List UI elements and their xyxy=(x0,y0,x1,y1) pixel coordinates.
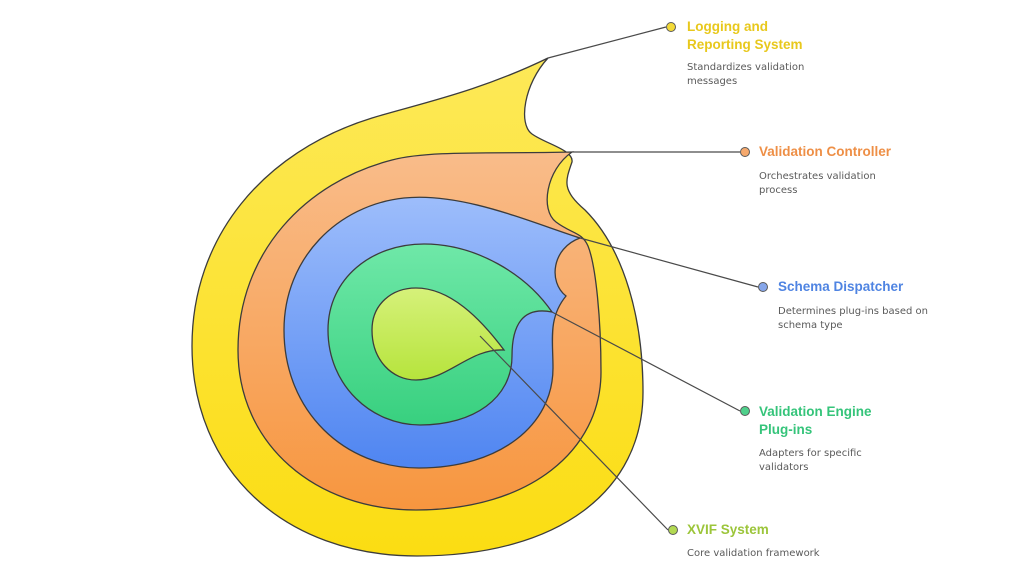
layer-title: Logging and Reporting System xyxy=(687,19,803,52)
layer-marker-engine xyxy=(740,406,750,416)
layer-shape-lime xyxy=(371,287,506,381)
leader-lines xyxy=(479,26,759,531)
layer-title: XVIF System xyxy=(687,522,769,537)
layer-title: Schema Dispatcher xyxy=(778,279,904,294)
layer-description: Adapters for specific validators xyxy=(759,448,862,473)
label-schema-dispatcher: Schema Dispatcher Determines plug-ins ba… xyxy=(778,278,928,333)
layer-marker-dispatcher xyxy=(758,282,768,292)
layer-marker-controller xyxy=(740,147,750,157)
layer-title: Validation Engine Plug-ins xyxy=(759,404,872,437)
leader-line-logging xyxy=(547,26,667,59)
layer-description: Orchestrates validation process xyxy=(759,171,876,196)
layer-description: Standardizes validation messages xyxy=(687,62,805,87)
layer-description: Determines plug-ins based on schema type xyxy=(778,306,929,331)
leader-line-dispatcher xyxy=(579,237,759,288)
layer-description: Core validation framework xyxy=(687,548,820,559)
label-validation-controller: Validation Controller Orchestrates valid… xyxy=(759,143,891,198)
label-logging-reporting: Logging and Reporting System Standardize… xyxy=(687,18,804,89)
leader-line-xvif xyxy=(479,335,669,531)
label-xvif-system: XVIF System Core validation framework xyxy=(687,521,820,561)
leader-line-engine xyxy=(551,311,741,412)
layer-marker-logging xyxy=(666,22,676,32)
layer-xvif-system xyxy=(371,287,506,381)
layer-marker-xvif xyxy=(668,525,678,535)
layer-title: Validation Controller xyxy=(759,144,892,159)
label-validation-engine-plugins: Validation Engine Plug-ins Adapters for … xyxy=(759,403,872,475)
